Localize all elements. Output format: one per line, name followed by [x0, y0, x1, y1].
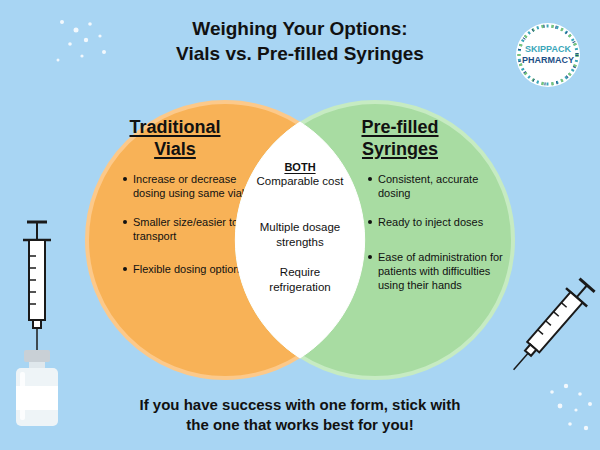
logo-text: SKIPPACK PHARMACY [518, 44, 578, 66]
bullet-dot [368, 220, 372, 224]
dot [84, 38, 88, 42]
vial-cap [24, 350, 50, 362]
bullet-dot [368, 255, 372, 259]
vial-body [16, 368, 58, 426]
bullet-text: Comparable cost [250, 174, 350, 189]
title: Weighing Your Options: Vials vs. Pre-fil… [171, 16, 429, 66]
logo-ring [519, 26, 577, 84]
syringe [503, 276, 598, 379]
medicine-vial [16, 350, 58, 426]
circle-shape [237, 102, 513, 378]
pharmacy-logo [516, 23, 580, 87]
bullet-dot [368, 177, 372, 181]
graduation [546, 321, 551, 326]
syringe-hub [33, 320, 41, 328]
dot [574, 408, 577, 411]
graduation [29, 279, 36, 281]
bullet-dot [123, 220, 127, 224]
bullet-text: Consistent, accurate dosing [378, 172, 508, 200]
syringe-barrel [527, 292, 582, 352]
graduation [29, 255, 36, 257]
dot [88, 22, 92, 26]
dot [588, 402, 592, 406]
dot [568, 422, 572, 426]
bullet-text: Smaller size/easier to transport [133, 215, 251, 243]
dot-pattern [57, 20, 593, 430]
section-heading: Pre-filled Syringes [340, 116, 460, 160]
dot [80, 54, 83, 57]
graduation [29, 267, 36, 269]
dot [550, 390, 554, 394]
dot [57, 59, 60, 62]
logo-disc [516, 23, 580, 87]
bullet-text: Require refrigeration [250, 265, 350, 295]
bullet-text: Flexible dosing options [133, 262, 251, 276]
graduation [553, 312, 558, 317]
dot [578, 392, 582, 396]
dot [584, 426, 588, 430]
dot [60, 20, 64, 24]
graduation [29, 291, 36, 293]
caption: If you have success with one form, stick… [133, 395, 467, 435]
overlap-region: BOTHComparable costMultiple dosage stren… [235, 122, 365, 358]
logo-ring [519, 26, 577, 84]
bullet-text: Ready to inject doses [378, 215, 508, 229]
bullet-text: Multiple dosage strengths [250, 220, 350, 250]
vial-neck [29, 362, 45, 368]
vial-shine [20, 372, 25, 420]
syringe-needle [514, 353, 528, 370]
plunger-rod [36, 222, 38, 240]
bullet-dot [123, 267, 127, 271]
graduation [538, 330, 543, 335]
bullet-dot [123, 177, 127, 181]
graduation [29, 303, 36, 305]
dot [74, 28, 79, 33]
dot [102, 50, 106, 54]
section-heading: BOTH [250, 160, 350, 174]
syringe-barrel [29, 240, 45, 320]
bullet-text: Increase or decrease dosing using same v… [133, 172, 251, 200]
dot [564, 384, 568, 388]
dot [558, 404, 563, 409]
plunger-rod [577, 285, 587, 297]
dot [98, 34, 101, 37]
dot [68, 42, 72, 46]
bullet-text: Ease of administration for patients with… [378, 250, 508, 292]
syringe-with-vial [23, 222, 51, 354]
logo-ring [519, 26, 577, 84]
graduation [561, 303, 566, 308]
section-heading: Traditional Vials [115, 116, 235, 160]
